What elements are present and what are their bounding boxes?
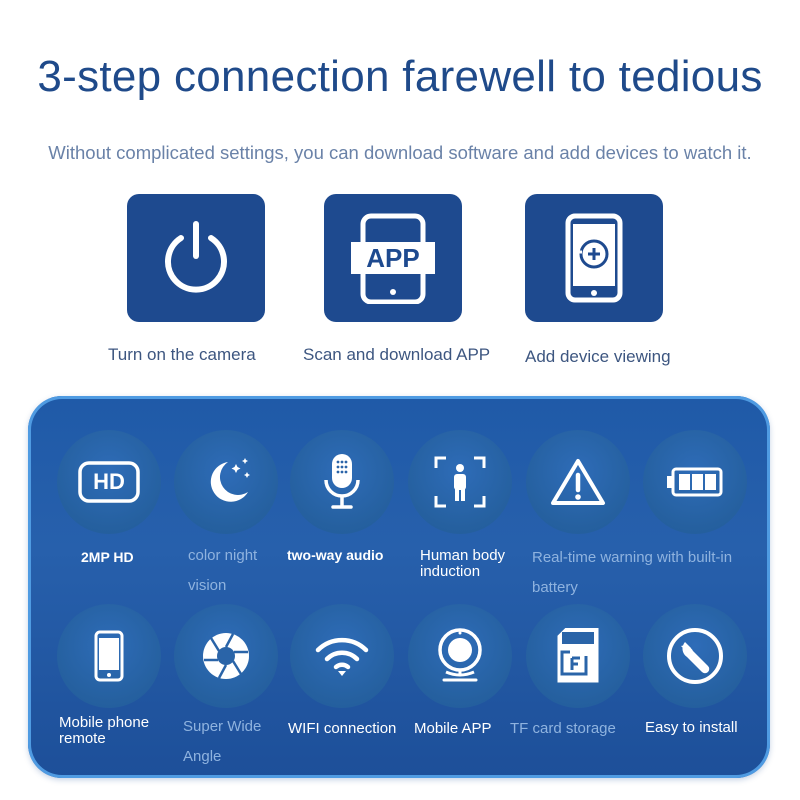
wifi-icon — [314, 636, 370, 676]
feature-real-time-warning — [526, 430, 630, 534]
feature-label-mobile-remote: Mobile phone remote — [59, 714, 150, 747]
feature-label-wifi: WIFI connection — [288, 720, 397, 737]
step-label-add-device: Add device viewing — [525, 347, 671, 366]
feature-label-tf-card: TF card storage — [510, 720, 616, 737]
moon-stars-icon — [198, 454, 254, 510]
feature-battery — [643, 430, 747, 534]
feature-label-wide-angle: Super Wide Angle — [183, 718, 262, 765]
feature-label-hd: 2MP HD — [81, 549, 134, 565]
feature-hd: HD — [57, 430, 161, 534]
mobile-phone-icon — [94, 630, 124, 682]
feature-two-way-audio — [290, 430, 394, 534]
feature-label-night-vision: color night vision — [188, 547, 258, 594]
feature-mobile-remote — [57, 604, 161, 708]
step-download-tile: APP — [324, 194, 462, 322]
page-subtitle: Without complicated settings, you can do… — [48, 142, 752, 163]
feature-human-induction — [408, 430, 512, 534]
battery-icon — [667, 467, 723, 497]
feature-label-mobile-app: Mobile APP — [414, 720, 492, 737]
feature-label-human-induction: Human body induction — [420, 547, 506, 580]
wrench-icon — [666, 627, 724, 685]
webcam-icon — [436, 628, 484, 684]
feature-night-vision — [174, 430, 278, 534]
hd-icon: HD — [78, 461, 140, 503]
feature-label-easy-install: Easy to install — [645, 719, 738, 736]
feature-tf-card — [526, 604, 630, 708]
app-phone-icon: APP — [351, 212, 435, 304]
feature-wide-angle — [174, 604, 278, 708]
feature-wifi — [290, 604, 394, 708]
page-title: 3-step connection farewell to tedious — [37, 52, 763, 101]
sd-card-icon — [556, 628, 600, 684]
microphone-icon — [322, 452, 362, 512]
feature-mobile-app — [408, 604, 512, 708]
step-add-device-tile — [525, 194, 663, 322]
human-detection-icon — [433, 455, 487, 509]
step-label-download: Scan and download APP — [303, 345, 491, 364]
feature-easy-install — [643, 604, 747, 708]
step-turn-on-tile — [127, 194, 265, 322]
power-icon — [156, 218, 236, 298]
app-badge-text: APP — [366, 243, 420, 273]
step-label-turn-on: Turn on the camera — [108, 345, 256, 364]
aperture-icon — [200, 630, 252, 682]
feature-label-real-time-warning: Real-time warning with built-in battery — [532, 549, 733, 596]
feature-label-two-way-audio: two-way audio — [287, 547, 384, 563]
warning-icon — [550, 457, 606, 507]
phone-add-icon — [564, 212, 624, 304]
